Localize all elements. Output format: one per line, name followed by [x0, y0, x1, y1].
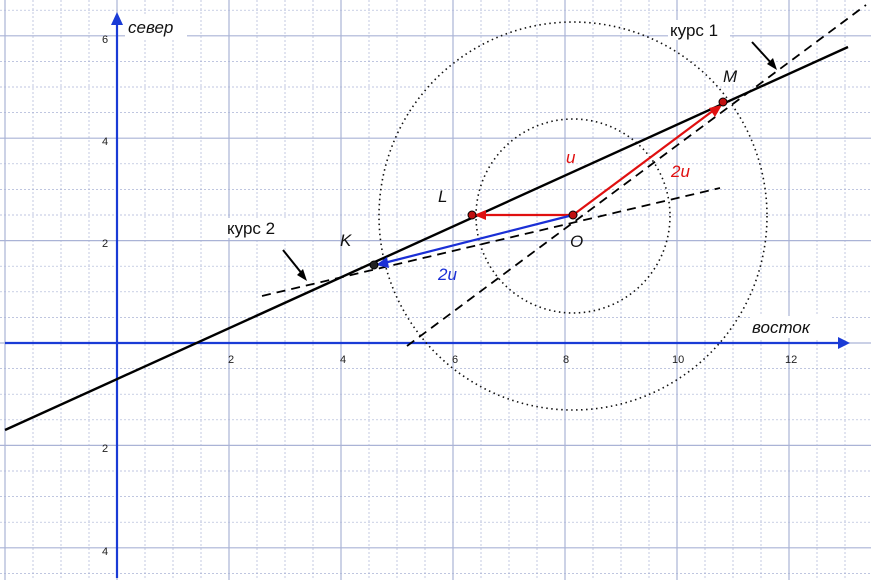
- y-tick-neg2: 2: [102, 443, 108, 455]
- label-u: u: [566, 148, 576, 167]
- x-tick-4: 4: [340, 354, 346, 366]
- label-K: K: [340, 231, 352, 250]
- x-tick-2: 2: [228, 354, 234, 366]
- vector-u: [474, 210, 573, 220]
- x-axis-label: восток: [752, 318, 811, 337]
- label-2u-red: 2u: [670, 162, 690, 181]
- y-tick-6: 6: [102, 34, 108, 46]
- vector-2u-red: [572, 105, 722, 216]
- y-tick-2: 2: [102, 238, 108, 250]
- x-axis-arrow: [838, 337, 850, 349]
- label-2u-blue: 2u: [437, 265, 457, 284]
- label-O: O: [570, 232, 583, 251]
- y-axis-arrow: [111, 12, 123, 25]
- course2-label: курс 2: [227, 219, 275, 238]
- y-tick-neg4: 4: [102, 546, 108, 558]
- y-tick-4: 4: [102, 136, 108, 148]
- x-tick-10: 10: [672, 354, 684, 366]
- x-tick-8: 8: [563, 354, 569, 366]
- label-M: M: [723, 67, 738, 86]
- x-tick-6: 6: [452, 354, 458, 366]
- axes: [5, 12, 850, 578]
- course1-pointer: [751, 41, 777, 70]
- point-O: [568, 210, 578, 220]
- course1-line: [406, 4, 867, 347]
- label-L: L: [438, 187, 447, 206]
- outer-circle: [378, 21, 768, 411]
- vector-2u-blue: [376, 213, 574, 268]
- x-tick-12: 12: [785, 354, 797, 366]
- course1-label: курс 1: [670, 21, 718, 40]
- point-L: [467, 210, 477, 220]
- point-M: [718, 97, 728, 107]
- solid-line: [4, 45, 849, 432]
- tick-labels: 2 4 6 8 10 12 6 4 2 2 4: [102, 34, 797, 558]
- point-K: [369, 260, 379, 270]
- course2-pointer: [282, 249, 307, 281]
- course2-line: [261, 187, 721, 297]
- inner-circle: [475, 118, 671, 314]
- y-axis-label: север: [128, 18, 173, 37]
